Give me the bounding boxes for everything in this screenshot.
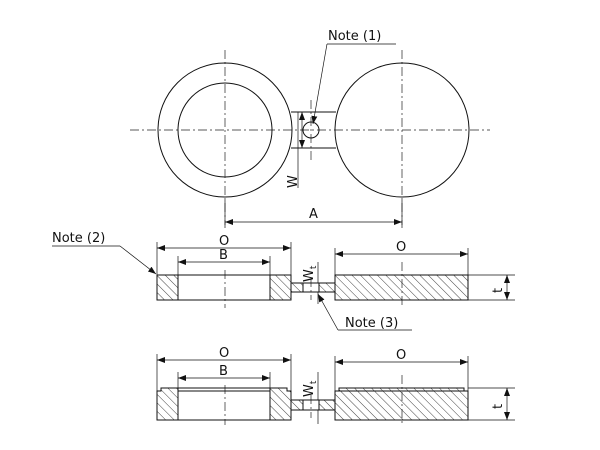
o1-label: O — [219, 234, 229, 249]
blank-section — [334, 274, 469, 301]
web-section-right — [318, 282, 336, 293]
ring2-section-left — [156, 387, 179, 421]
w-label: W — [286, 175, 301, 188]
top-view: Note (1) W A — [130, 29, 490, 228]
ring-section-right — [269, 274, 292, 301]
ring2-section-right — [269, 387, 292, 421]
ring-section-left — [156, 274, 179, 301]
t2-label: t — [491, 404, 506, 409]
o2-label: O — [396, 240, 406, 255]
b2-label: B — [219, 364, 228, 379]
o3-label: O — [219, 346, 229, 361]
t1-label: t — [491, 288, 506, 293]
a-label: A — [309, 207, 318, 222]
blank2-section — [334, 387, 469, 421]
note2-label: Note (2) — [52, 231, 105, 246]
wt2-label: Wt — [302, 380, 319, 397]
section-view-1: O B O Wt t Note (2) Note (3) — [52, 231, 515, 331]
section-view-2: O B O Wt t — [156, 346, 515, 425]
o4-label: O — [396, 348, 406, 363]
web-section-left — [290, 282, 304, 293]
wt1-label: Wt — [302, 265, 319, 282]
note1-leader — [311, 43, 328, 125]
note1-label: Note (1) — [328, 29, 381, 44]
web2-section-right — [318, 399, 336, 411]
ring-inner-circle — [177, 82, 273, 178]
b1-label: B — [219, 248, 228, 263]
ring-outer-circle — [157, 62, 293, 198]
note3-leader — [317, 293, 339, 331]
note2-leader — [119, 245, 157, 275]
web2-section-left — [290, 399, 304, 411]
note3-label: Note (3) — [345, 316, 398, 331]
blank-circle — [334, 62, 470, 198]
